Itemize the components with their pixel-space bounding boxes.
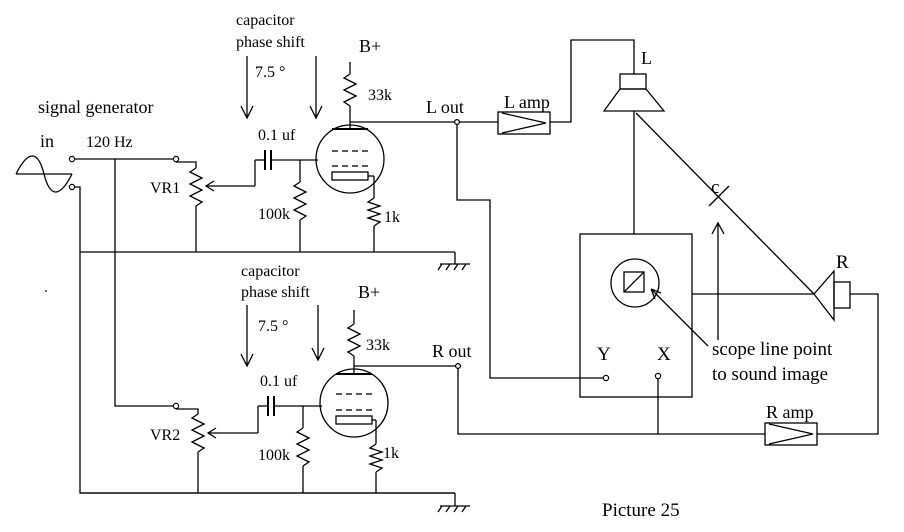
bplus-label: B+ bbox=[358, 282, 380, 302]
resistor-100k bbox=[292, 181, 308, 221]
signal-wiring bbox=[74, 158, 455, 494]
phase-angle: 7.5 ° bbox=[258, 318, 288, 335]
output-terminal bbox=[455, 363, 462, 370]
scope-x-terminal bbox=[654, 372, 662, 380]
vacuum-tube bbox=[319, 368, 389, 438]
generator-terminal-bottom bbox=[68, 183, 76, 191]
resistor-value: 33k bbox=[366, 337, 390, 354]
oscilloscope: Y X bbox=[579, 233, 693, 398]
pointer-arrow-icon bbox=[650, 288, 709, 347]
signal-generator-label: signal generator bbox=[38, 97, 153, 117]
bottom-channel: VR2 0.1 uf capacitor phase shift 7.5 ° 1… bbox=[150, 263, 472, 493]
wiper-arrow-icon bbox=[204, 180, 255, 192]
signal-generator: signal generator in 120 Hz bbox=[15, 97, 153, 193]
vr2-label: VR2 bbox=[150, 427, 180, 444]
scope-note-line-1: scope line point bbox=[712, 339, 833, 360]
c-label: c bbox=[711, 177, 719, 198]
l-amp-label: L amp bbox=[504, 92, 550, 112]
arrow-up-icon bbox=[711, 221, 725, 340]
generator-terminal-top bbox=[68, 155, 76, 163]
arrow-down-icon bbox=[240, 305, 254, 368]
annotation-line-2: phase shift bbox=[236, 34, 305, 51]
vr1-label: VR1 bbox=[150, 180, 180, 197]
resistor-1k bbox=[365, 197, 383, 227]
scope-screen bbox=[610, 258, 660, 308]
capacitor-value: 0.1 uf bbox=[260, 373, 298, 390]
sound-image-line bbox=[635, 112, 815, 295]
vacuum-tube bbox=[315, 124, 385, 194]
potentiometer-vr2 bbox=[190, 413, 206, 453]
capacitor-value: 0.1 uf bbox=[258, 127, 296, 144]
resistor-value: 100k bbox=[258, 447, 290, 464]
speaker-r-icon: R bbox=[813, 252, 851, 322]
speaker-r-label: R bbox=[836, 252, 849, 273]
resistor-100k bbox=[295, 427, 311, 467]
scope-note-line-2: to sound image bbox=[712, 364, 828, 385]
potentiometer-vr1 bbox=[188, 167, 204, 207]
resistor-33k bbox=[342, 73, 358, 107]
resistor-value: 33k bbox=[368, 87, 392, 104]
arrow-down-icon bbox=[240, 56, 254, 120]
resistor-value: 100k bbox=[258, 206, 290, 223]
input-label: in bbox=[40, 131, 54, 151]
scope-y-terminal bbox=[602, 374, 610, 382]
arrow-down-icon bbox=[311, 305, 325, 362]
ground-icon bbox=[437, 252, 470, 271]
l-out-label: L out bbox=[426, 97, 464, 117]
resistor-value: 1k bbox=[384, 209, 400, 226]
resistor-1k bbox=[367, 443, 385, 473]
wiper-arrow-icon bbox=[206, 427, 258, 439]
r-out-label: R out bbox=[432, 341, 472, 361]
annotation-line-1: capacitor bbox=[236, 12, 295, 29]
scope-y-label: Y bbox=[597, 344, 611, 365]
r-amp-label: R amp bbox=[766, 402, 814, 422]
bplus-label: B+ bbox=[359, 36, 381, 56]
stray-dot bbox=[45, 290, 47, 292]
resistor-value: 1k bbox=[383, 445, 399, 462]
resistor-33k bbox=[346, 323, 362, 357]
annotation-line-1: capacitor bbox=[241, 263, 300, 280]
scope-x-label: X bbox=[657, 344, 671, 365]
speaker-l-icon: L bbox=[602, 48, 666, 112]
frequency-label: 120 Hz bbox=[86, 134, 133, 151]
annotation-line-2: phase shift bbox=[241, 284, 310, 301]
arrow-down-icon bbox=[309, 56, 323, 120]
caption: Picture 25 bbox=[602, 500, 680, 521]
r-amplifier: R amp bbox=[764, 402, 818, 446]
phase-angle: 7.5 ° bbox=[255, 64, 285, 81]
ground-icon bbox=[437, 493, 470, 513]
l-amplifier: L amp bbox=[459, 39, 635, 135]
top-channel: VR1 0.1 uf capacitor phase shift 7.5 ° 1… bbox=[150, 12, 464, 252]
speaker-l-label: L bbox=[641, 48, 652, 68]
output-terminal bbox=[454, 118, 461, 125]
